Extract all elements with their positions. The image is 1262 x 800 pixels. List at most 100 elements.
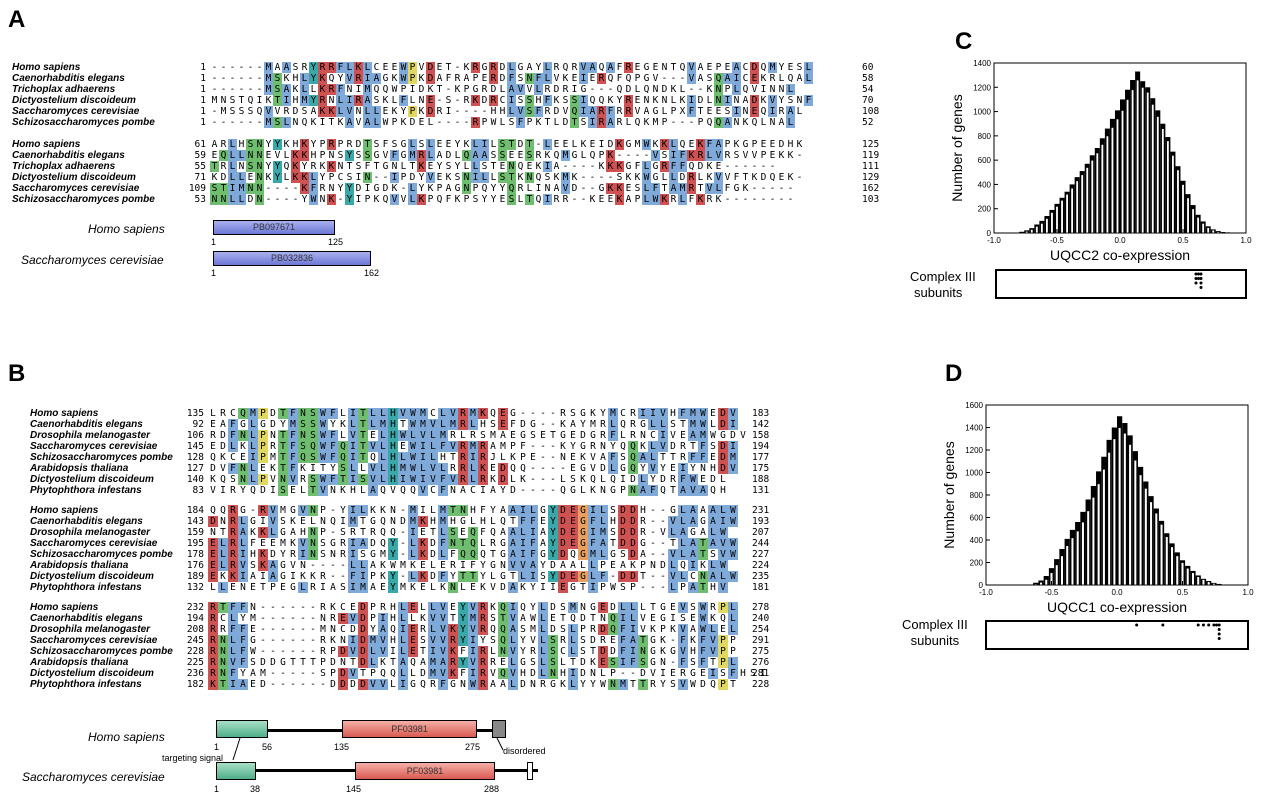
species-name: Arabidopsis thaliana (30, 463, 129, 474)
bar-white (1030, 228, 1034, 234)
bar-white (1045, 218, 1049, 234)
x-tick-label: 0.5 (1177, 236, 1189, 245)
seq-start-number: 53 (194, 194, 206, 205)
x-tick-label: 1.0 (1240, 236, 1252, 245)
species-name: Caenorhabditis elegans (30, 516, 143, 527)
bar-white (1206, 581, 1211, 586)
species-name: Schizosaccharomyces pombe (30, 646, 173, 657)
seq-end-number: 275 (752, 646, 770, 657)
bar-white (1035, 225, 1039, 234)
bar-white (1221, 231, 1226, 234)
seq-start-number: 1 (200, 117, 206, 128)
bar-white (1085, 167, 1089, 234)
seq-end-number: 240 (752, 613, 770, 624)
bar-white (1044, 578, 1049, 586)
x-tick-label: 1.0 (1242, 588, 1254, 597)
y-tick-label: 800 (970, 491, 984, 500)
complex-label-c-line1: Complex III (910, 269, 976, 284)
bar-white (1185, 567, 1190, 586)
bar-white (1065, 545, 1070, 586)
seq-start-number: 232 (186, 602, 204, 613)
bar-white (1196, 216, 1200, 234)
seq-end-number: 131 (752, 485, 770, 496)
seq-end-number: 162 (862, 183, 880, 194)
seq-start-number: 245 (186, 635, 204, 646)
bar-white (1166, 140, 1170, 234)
diagram-a2-start: 1 (211, 268, 217, 278)
seq-end-number: 254 (752, 624, 770, 635)
seq-start-number: 127 (186, 463, 204, 474)
seq-end-number: 281 (752, 668, 770, 679)
species-name: Arabidopsis thaliana (30, 560, 129, 571)
hs-pf-end: 275 (465, 742, 481, 752)
subunit-marker (1217, 637, 1221, 640)
x-tick-label: 0.0 (1114, 236, 1126, 245)
bar-white (1206, 227, 1210, 234)
panel-b-letter: B (8, 360, 26, 387)
species-name: Trichoplax adhaerens (12, 84, 116, 95)
complex-iii-strip (995, 269, 1247, 299)
targeting-box-sc (216, 762, 256, 780)
disordered-label: disordered (503, 746, 546, 756)
y-tick-label: 0 (987, 229, 992, 238)
seq-start-number: 194 (186, 613, 204, 624)
bar-white (1112, 438, 1117, 586)
bar-white (1196, 576, 1201, 586)
disordered-box-hs (492, 720, 506, 738)
y-tick-label: 200 (978, 205, 992, 214)
bar-white (1154, 512, 1159, 586)
seq-start-number: 143 (186, 516, 204, 527)
bar-white (1070, 187, 1074, 234)
species-name: Homo sapiens (12, 62, 81, 73)
seq-end-number: 291 (752, 635, 770, 646)
species-name: Drosophila melanogaster (30, 624, 151, 635)
seq-start-number: 1 (200, 73, 206, 84)
species-name: Homo sapiens (30, 408, 99, 419)
bar-white (1081, 521, 1085, 586)
seq-start-number: 228 (186, 646, 204, 657)
seq-start-number: 128 (186, 452, 204, 463)
seq-end-number: 158 (752, 430, 770, 441)
bar-white (1096, 483, 1101, 586)
seq-end-number: 129 (862, 172, 880, 183)
species-name: Dictyostelium discoideum (12, 172, 136, 183)
bar-white (1091, 496, 1096, 586)
bar-white (1138, 474, 1143, 586)
bar-white (1217, 583, 1222, 586)
bar-white (1151, 103, 1155, 234)
bar-white (1201, 578, 1206, 586)
seq-start-number: 1 (200, 84, 206, 95)
bar-white (1060, 199, 1064, 234)
species-name: Schizosaccharomyces pombe (12, 194, 155, 205)
y-tick-label: 0 (979, 581, 984, 590)
diagram-a1-start: 1 (211, 237, 217, 247)
seq-end-number: 125 (862, 139, 880, 150)
bar-white (1149, 501, 1153, 586)
hs-pf-start: 135 (334, 742, 350, 752)
seq-end-number: 228 (752, 679, 770, 690)
bar-white (1120, 109, 1125, 234)
targeting-box-hs (216, 720, 268, 738)
bar-white (1100, 143, 1105, 234)
x-tick-label: 0.5 (1177, 588, 1189, 597)
subunit-marker (1194, 281, 1198, 285)
bar-white (1070, 537, 1075, 586)
bar-white (1181, 184, 1185, 234)
bar-white (1171, 154, 1175, 234)
seq-end-number: 103 (862, 194, 880, 205)
